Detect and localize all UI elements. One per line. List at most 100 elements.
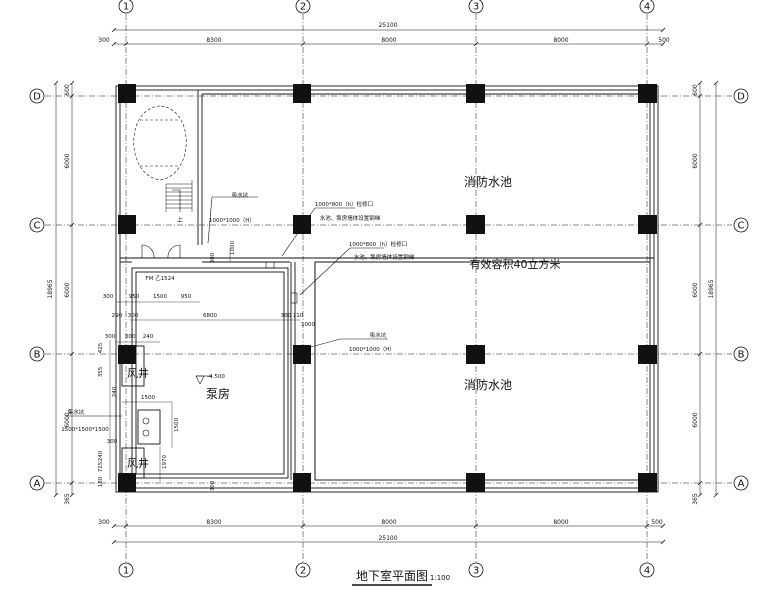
column-D1	[118, 84, 136, 103]
column-A4	[638, 473, 657, 492]
room-labels: 消防水池 有效容积40立方米 消防水池 泵房 风井 风井	[127, 174, 561, 470]
axis-bubble-1-top: 1	[118, 0, 134, 14]
column-C1	[118, 215, 136, 234]
dim-inner-290: 290	[112, 313, 123, 319]
dim-top-left: 300	[98, 37, 110, 44]
drawing-title: 地下室平面图 1:100	[352, 568, 450, 586]
column-C2	[293, 215, 311, 234]
column-C3	[466, 215, 485, 234]
dim-bottom-bay3: 8000	[553, 519, 568, 526]
dim-inner-240c: 240	[98, 450, 104, 461]
dim-inner-240a: 240	[143, 334, 154, 340]
note-collect-pit: 集水坑	[68, 408, 85, 416]
svg-text:2: 2	[300, 566, 306, 577]
note-sump-lower-size: 1000*1000（H）	[349, 346, 395, 353]
column-D3	[466, 84, 485, 103]
access-hatch-2	[290, 292, 298, 304]
level-mark-triangle	[195, 375, 205, 385]
dim-left-dc: 6000	[64, 153, 71, 168]
label-shaft-lower: 风井	[127, 456, 149, 470]
dim-bottom-right: 500	[651, 519, 663, 526]
dim-inner-725: 725	[98, 461, 104, 472]
label-pump-room: 泵房	[206, 386, 230, 401]
column-A1	[118, 473, 136, 492]
dim-bottom-left: 300	[98, 519, 110, 526]
column-B2	[293, 345, 311, 364]
leader-sump-lower	[299, 338, 388, 351]
dim-inner-950b: 950	[181, 294, 192, 300]
inner-dimension-labels: 300 950 1500 950 290 300 6800 300 110 10…	[98, 241, 315, 492]
dim-inner-6800: 6800	[203, 313, 217, 319]
dim-top-total: 25100	[378, 22, 397, 29]
note-access1-note: 水池、泵房墙体设置钢梯	[320, 214, 381, 222]
dim-inner-425: 425	[98, 342, 104, 353]
note-level-mark: -4.500	[207, 374, 225, 380]
dim-inner-180: 180	[98, 476, 104, 487]
column-A2	[293, 473, 311, 492]
column-D2	[293, 84, 311, 103]
fixtures	[66, 196, 388, 437]
svg-text:1: 1	[123, 566, 129, 577]
axis-bubble-3-bottom: 3	[468, 562, 484, 578]
axis-bubble-4-top: 4	[639, 0, 655, 14]
axis-bubble-C-left: C	[29, 217, 45, 233]
axis-bubble-3-top: 3	[468, 0, 484, 14]
dim-right-dc: 6000	[692, 153, 699, 168]
dim-right-total: 18965	[708, 279, 715, 298]
title-text: 地下室平面图	[356, 568, 428, 583]
svg-text:4: 4	[644, 2, 650, 13]
dimensions-bottom: 300 8300 8000 8000 500 25100	[98, 519, 666, 545]
dim-inner-110: 110	[293, 313, 304, 319]
dim-bottom-bay2: 8000	[381, 519, 396, 526]
svg-text:B: B	[738, 350, 745, 361]
dim-inner-300h: 300	[210, 480, 216, 491]
stair-up-label: 上	[177, 216, 183, 224]
dim-bottom-bay1: 8300	[206, 519, 221, 526]
dim-inner-300e: 300	[125, 334, 136, 340]
svg-text:1: 1	[123, 2, 129, 13]
axis-bubble-B-right: B	[733, 346, 749, 362]
svg-text:C: C	[738, 221, 745, 232]
title-scale: 1:100	[430, 574, 450, 582]
column-C4	[638, 215, 657, 234]
svg-text:2: 2	[300, 2, 306, 13]
dim-left-total: 18965	[47, 279, 54, 298]
notes: 吸水坑 1000*1000（H） 1000*800（h）检修口 水池、泵房墙体设…	[61, 191, 414, 433]
axis-bubble-A-right: A	[733, 475, 749, 491]
dim-inner-1500c: 1500	[174, 418, 180, 432]
svg-text:B: B	[34, 350, 41, 361]
svg-text:D: D	[33, 92, 41, 103]
dim-inner-355: 355	[98, 366, 104, 377]
axis-bubble-C-right: C	[733, 217, 749, 233]
dim-top-bay1: 8300	[206, 37, 221, 44]
axis-bubble-D-right: D	[733, 88, 749, 104]
axis-bubble-2-top: 2	[295, 0, 311, 14]
stair	[133, 105, 193, 212]
svg-text:4: 4	[644, 566, 650, 577]
dim-inner-300d: 300	[105, 334, 116, 340]
axis-bubble-B-left: B	[29, 346, 45, 362]
axis-bubble-D-left: D	[29, 88, 45, 104]
dim-right-bottom: 365	[692, 493, 699, 505]
svg-text:3: 3	[473, 566, 479, 577]
column-B4	[638, 345, 657, 364]
axis-bubble-A-left: A	[29, 475, 45, 491]
leader-access-2	[299, 247, 384, 296]
axis-bubble-2-bottom: 2	[295, 562, 311, 578]
dim-inner-1000a: 1000	[301, 322, 315, 328]
column-B3	[466, 345, 485, 364]
dim-inner-300c: 300	[281, 313, 292, 319]
dim-top-right: 500	[658, 37, 670, 44]
label-capacity: 有效容积40立方米	[470, 257, 561, 271]
dim-inner-300g: 300	[210, 252, 216, 263]
svg-text:C: C	[34, 221, 41, 232]
column-B1	[118, 345, 136, 364]
note-access1-size: 1000*800（h）检修口	[315, 200, 373, 208]
column-D4	[638, 84, 657, 103]
svg-text:3: 3	[473, 2, 479, 13]
dim-inner-300b: 300	[128, 313, 139, 319]
note-access2-note: 水池、泵房墙体设置钢梯	[354, 253, 415, 261]
dim-right-top: 600	[692, 84, 699, 96]
note-sump-upper-size: 1000*1000（H）	[209, 217, 255, 224]
